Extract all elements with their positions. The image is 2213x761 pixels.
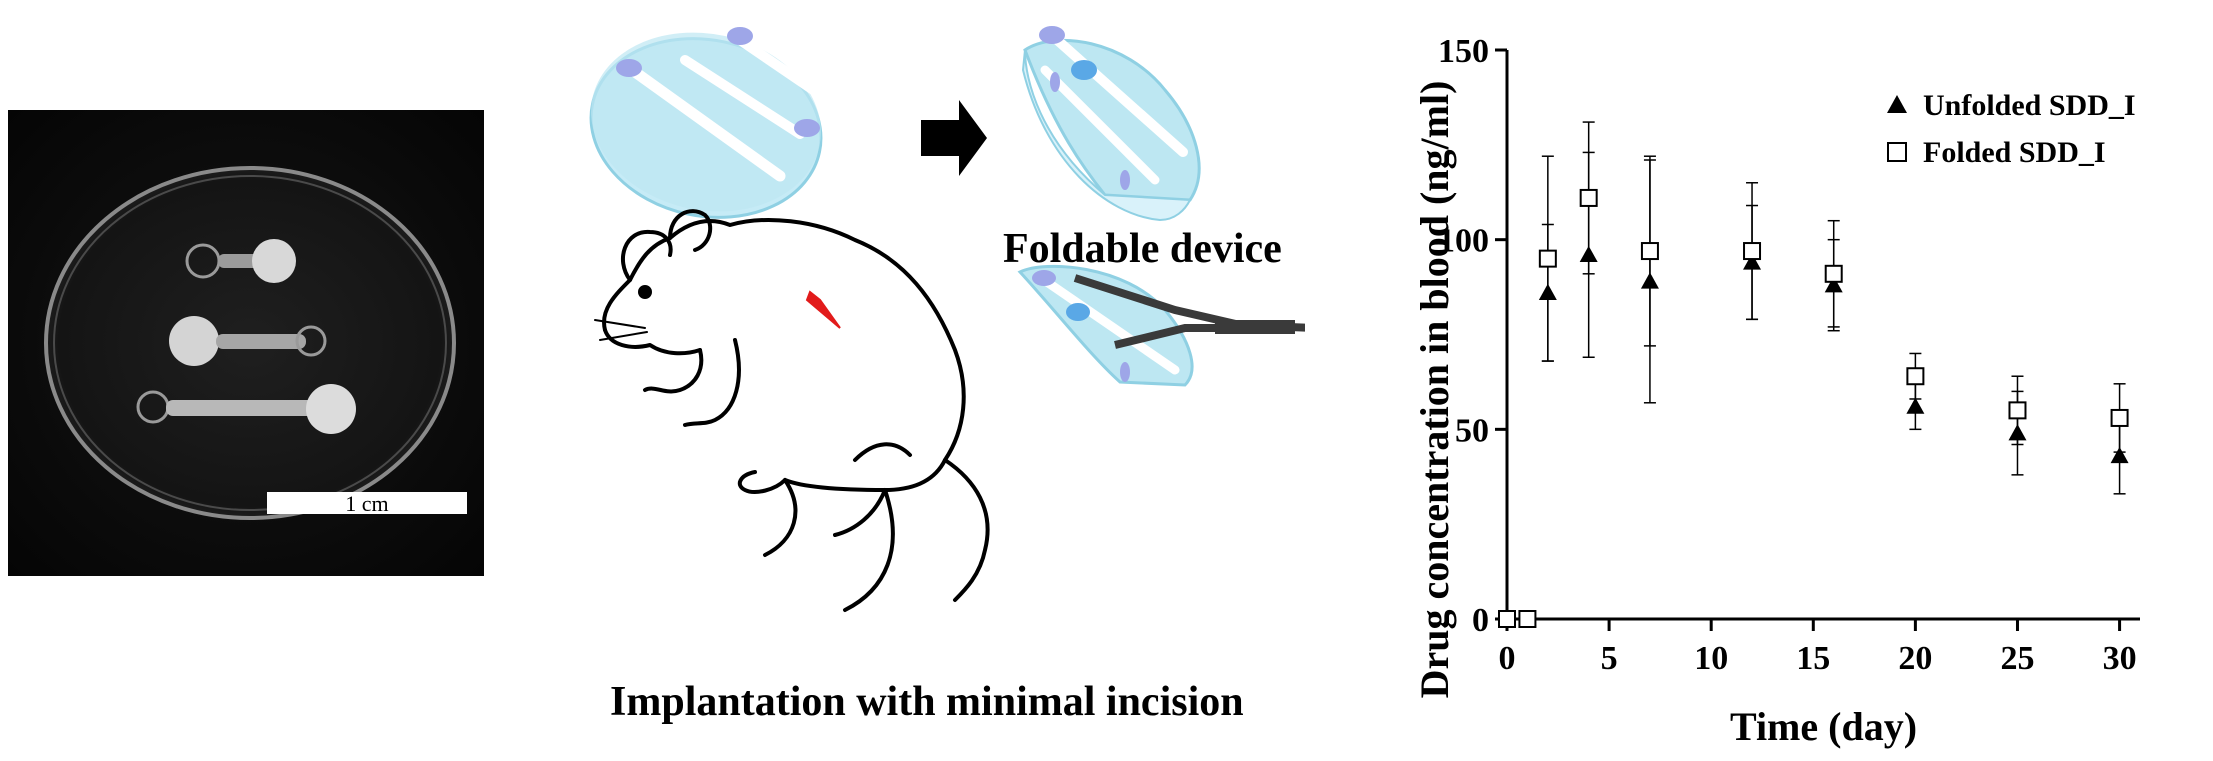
reservoir-channel-middle	[169, 316, 327, 366]
arrow-icon	[921, 100, 987, 176]
forceps-with-device	[1017, 264, 1305, 387]
x-ticks: 0 5 10 15 20 25 30	[1499, 619, 2137, 677]
y-axis-label: Drug concentration in blood (ng/ml)	[1412, 81, 1457, 699]
x-tick-label: 20	[1898, 640, 1932, 677]
data-point	[1906, 367, 1925, 386]
series-folded	[1498, 121, 2129, 628]
implantation-label: Implantation with minimal incision	[610, 679, 1244, 725]
data-point	[1824, 264, 1843, 283]
folded-device-illustration	[1021, 26, 1201, 222]
y-tick-label: 100	[1438, 223, 1489, 260]
data-point	[1538, 249, 1557, 268]
legend: Unfolded SDD_I Folded SDD_I	[1887, 89, 2136, 169]
x-axis-label: Time (day)	[1730, 704, 1917, 749]
y-tick-label: 0	[1472, 602, 1489, 639]
scale-bar	[267, 492, 467, 514]
data-point	[1906, 397, 1925, 414]
y-tick-label: 50	[1455, 412, 1489, 449]
legend-marker-unfolded	[1887, 95, 1907, 113]
incision-mark	[805, 290, 841, 329]
legend-label-folded: Folded SDD_I	[1923, 136, 2106, 169]
series-layer	[1498, 121, 2129, 628]
y-tick-label: 150	[1438, 33, 1489, 70]
x-tick-label: 0	[1499, 640, 1516, 677]
mouse-illustration	[594, 209, 990, 612]
y-ticks: 0 50 100 150	[1438, 33, 1507, 639]
legend-marker-folded	[1887, 142, 1907, 162]
legend-label-unfolded: Unfolded SDD_I	[1923, 89, 2136, 122]
schematic-panel: Foldable device Implantation with minima…	[585, 10, 1305, 730]
data-point	[1518, 610, 1537, 628]
x-tick-label: 5	[1601, 640, 1618, 677]
schematic-drawings	[589, 26, 1305, 612]
flat-device-illustration	[589, 27, 830, 219]
reservoir-channel-top	[185, 239, 296, 283]
drug-concentration-chart: 0 50 100 150 0 5 10 15 20 25 30 Time (day) Drug c…	[1395, 0, 2213, 756]
x-tick-label: 30	[2103, 640, 2137, 677]
data-point	[2110, 408, 2129, 427]
device-photo: 1 cm	[8, 110, 484, 576]
x-tick-label: 15	[1796, 640, 1830, 677]
data-point	[1743, 242, 1762, 261]
series-unfolded	[1498, 151, 2129, 627]
x-tick-label: 10	[1694, 640, 1728, 677]
x-tick-label: 25	[2000, 640, 2034, 677]
data-point	[1640, 242, 1659, 261]
scale-bar-label: 1 cm	[345, 491, 388, 516]
device-photo-image: 1 cm	[8, 110, 484, 576]
data-point	[1498, 610, 1516, 628]
data-point	[2008, 401, 2027, 420]
data-point	[2110, 446, 2129, 464]
data-point	[1579, 188, 1598, 207]
foldable-device-label: Foldable device	[1003, 226, 1282, 272]
reservoir-channel-bottom	[136, 384, 356, 434]
chart-svg: 0 50 100 150 0 5 10 15 20 25 30 Time (day) Drug c…	[1412, 33, 2140, 749]
